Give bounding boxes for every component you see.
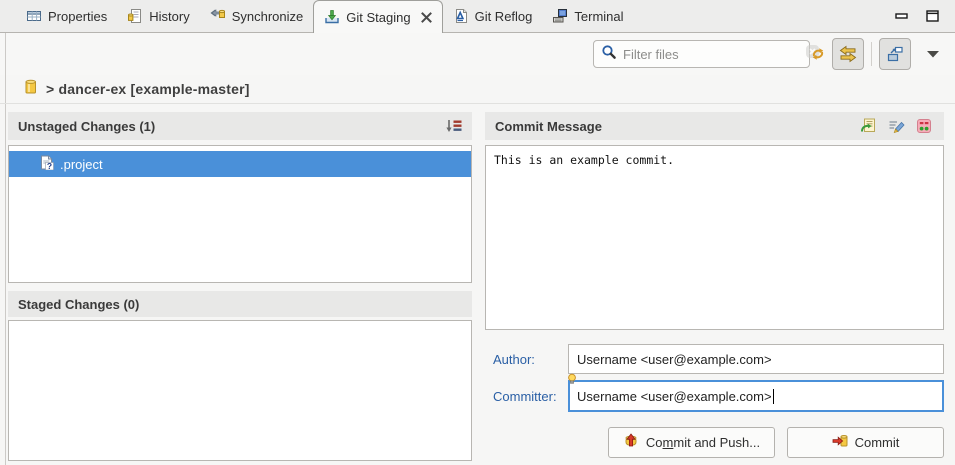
commit-button[interactable]: Commit — [787, 427, 944, 458]
tab-git-reflog[interactable]: Git Reflog — [443, 0, 543, 32]
repository-name: > dancer-ex [example-master] — [46, 81, 250, 97]
tab-label: History — [149, 8, 190, 24]
toolbar-actions — [804, 38, 945, 70]
tab-label: Git Reflog — [474, 8, 533, 24]
amend-commit-icon[interactable] — [860, 118, 877, 134]
git-reflog-icon — [453, 8, 469, 24]
staged-changes-list[interactable] — [8, 320, 472, 461]
tab-git-staging[interactable]: Git Staging — [313, 0, 443, 33]
commit-buttons-row: Commit and Push... Commit — [485, 427, 944, 458]
commit-and-push-button[interactable]: Commit and Push... — [608, 427, 775, 458]
unstaged-file-name: .project — [60, 156, 103, 172]
view-tab-bar: Properties History Synchronize Git Stagi… — [0, 0, 955, 33]
commit-icon — [832, 433, 848, 452]
author-label: Author: — [493, 351, 535, 367]
filter-files-input[interactable] — [623, 46, 799, 62]
commit-message-header: Commit Message — [485, 112, 944, 140]
terminal-icon — [552, 8, 568, 24]
toolbar-separator — [871, 42, 872, 66]
unstaged-changes-header: Unstaged Changes (1) — [8, 112, 472, 140]
filter-files-box — [593, 40, 819, 68]
synchronize-icon — [210, 8, 226, 24]
committer-input[interactable]: Username <user@example.com> — [568, 373, 944, 412]
unstaged-changes-title: Unstaged Changes (1) — [18, 118, 156, 134]
committer-row: Committer: Username <user@example.com> — [485, 373, 944, 412]
commit-message-input[interactable]: This is an example commit. — [485, 145, 944, 330]
untracked-file-icon: ? — [39, 155, 54, 173]
add-change-id-icon[interactable] — [916, 118, 932, 134]
committer-value: Username <user@example.com> — [577, 388, 772, 404]
svg-text:?: ? — [47, 161, 52, 170]
unstaged-file-row[interactable]: ? .project — [9, 151, 471, 177]
tab-synchronize[interactable]: Synchronize — [200, 0, 314, 32]
tab-history[interactable]: History — [117, 0, 199, 32]
properties-icon — [26, 8, 42, 24]
tab-label: Properties — [48, 8, 108, 24]
link-with-selection-button[interactable] — [832, 38, 864, 70]
tab-properties[interactable]: Properties — [16, 0, 117, 32]
maximize-button[interactable] — [926, 10, 939, 22]
staged-changes-header: Staged Changes (0) — [8, 291, 472, 317]
unstaged-changes-list: ? .project — [8, 145, 472, 283]
committer-label: Committer: — [493, 388, 557, 404]
commit-message-toolbar — [860, 118, 934, 134]
layout-toggle-button[interactable] — [879, 38, 911, 70]
author-row: Author: — [485, 344, 944, 374]
tab-terminal[interactable]: Terminal — [542, 0, 633, 32]
view-menu-chevron-icon[interactable] — [927, 50, 939, 58]
close-icon[interactable] — [420, 11, 432, 23]
minimize-button[interactable] — [895, 10, 908, 22]
tab-label: Terminal — [574, 8, 624, 24]
commit-label: Commit — [854, 435, 900, 450]
search-icon — [601, 44, 617, 65]
commit-and-push-label: Commit and Push... — [645, 435, 761, 450]
signed-off-by-icon[interactable] — [888, 118, 905, 134]
text-caret — [772, 388, 774, 404]
history-icon — [127, 8, 143, 24]
staged-changes-title: Staged Changes (0) — [18, 296, 140, 312]
tab-label: Git Staging — [346, 9, 411, 25]
author-input[interactable] — [568, 344, 944, 374]
repository-header: > dancer-ex [example-master] — [0, 75, 955, 104]
repository-icon — [25, 79, 37, 100]
commit-message-title: Commit Message — [495, 118, 602, 134]
content-assist-bulb-icon — [567, 373, 577, 388]
view-toolbar — [0, 33, 955, 75]
sort-icon[interactable] — [445, 119, 462, 133]
window-controls — [895, 0, 955, 32]
tab-label: Synchronize — [231, 8, 304, 24]
commit-and-push-icon — [623, 433, 639, 452]
git-staging-icon — [324, 9, 340, 25]
view-left-border — [5, 33, 6, 465]
refresh-button[interactable] — [804, 39, 832, 69]
